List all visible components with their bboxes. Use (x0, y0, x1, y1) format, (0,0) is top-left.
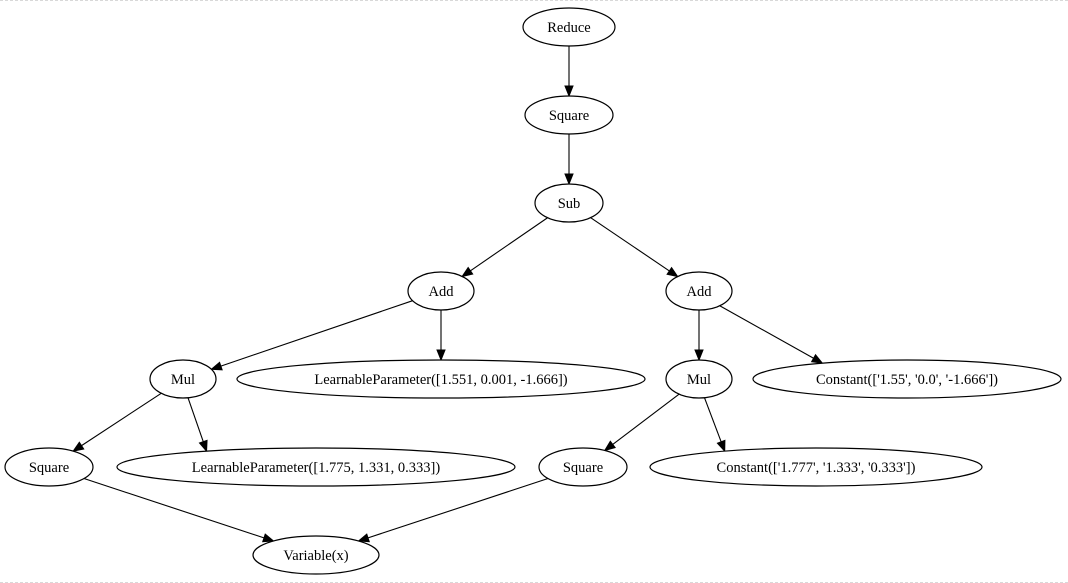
edge-line (590, 217, 670, 272)
node-ellipse (252, 535, 380, 575)
node-label: Constant(['1.777', '1.333', '0.333']) (717, 460, 916, 476)
edge-sub-to-add-left (461, 217, 548, 278)
edge-line (220, 300, 413, 367)
node-ellipse (665, 271, 733, 311)
arrowhead-icon (564, 173, 574, 186)
edge-square-top-to-sub (564, 134, 574, 186)
node-label: Mul (171, 372, 195, 388)
node-ellipse (665, 359, 733, 399)
node-ellipse (236, 359, 646, 399)
edge-add-right-to-mul-right (694, 310, 704, 362)
node-label: Add (429, 284, 455, 300)
node-ellipse (116, 447, 516, 487)
arrowhead-icon (210, 361, 223, 371)
node-square-left: Square (4, 447, 94, 487)
arrowhead-icon (810, 353, 824, 364)
edge-add-right-to-const-right (719, 305, 824, 364)
edge-mul-left-to-square-left (72, 392, 162, 452)
node-label: Square (563, 460, 603, 476)
edge-line (83, 478, 265, 539)
node-reduce: Reduce (522, 7, 616, 47)
edge-square-left-to-variable (83, 478, 275, 543)
edge-reduce-to-square-top (564, 46, 574, 98)
edge-line (187, 397, 204, 442)
arrowhead-icon (461, 266, 474, 278)
node-ellipse (4, 447, 94, 487)
arrowhead-icon (603, 440, 616, 452)
node-const-lower: Constant(['1.777', '1.333', '0.333']) (649, 447, 983, 487)
edge-mul-left-to-lp-lower (187, 397, 208, 453)
node-label: Square (29, 460, 69, 476)
edge-mul-right-to-square-right (603, 393, 680, 452)
arrowhead-icon (564, 85, 574, 98)
edge-sub-to-add-right (590, 217, 679, 278)
node-mul-right: Mul (665, 359, 733, 399)
node-label: LearnableParameter([1.775, 1.331, 0.333]… (192, 460, 441, 476)
node-ellipse (649, 447, 983, 487)
arrowhead-icon (436, 349, 446, 362)
edge-line (470, 217, 548, 272)
node-lp-lower: LearnableParameter([1.775, 1.331, 0.333]… (116, 447, 516, 487)
arrowhead-icon (198, 439, 208, 453)
node-add-left: Add (407, 271, 475, 311)
edge-add-left-to-mul-left (210, 300, 413, 371)
node-add-right: Add (665, 271, 733, 311)
node-ellipse (524, 95, 614, 135)
node-label: Mul (687, 372, 711, 388)
edge-line (81, 392, 162, 447)
node-mul-left: Mul (149, 359, 217, 399)
node-ellipse (534, 183, 604, 223)
node-label: Sub (558, 196, 581, 212)
node-ellipse (407, 271, 475, 311)
arrowhead-icon (357, 533, 370, 543)
arrowhead-icon (694, 349, 704, 362)
node-variable: Variable(x) (252, 535, 380, 575)
node-label: Add (687, 284, 713, 300)
edge-mul-right-to-const-lower (703, 397, 726, 453)
node-ellipse (752, 359, 1062, 399)
node-ellipse (522, 7, 616, 47)
node-square-right: Square (538, 447, 628, 487)
node-ellipse (538, 447, 628, 487)
node-sub: Sub (534, 183, 604, 223)
node-const-right: Constant(['1.55', '0.0', '-1.666']) (752, 359, 1062, 399)
node-ellipse (149, 359, 217, 399)
node-label: Square (549, 108, 589, 124)
node-lp-left: LearnableParameter([1.551, 0.001, -1.666… (236, 359, 646, 399)
node-label: Variable(x) (283, 548, 348, 564)
edge-line (719, 305, 814, 359)
edge-line (367, 478, 549, 539)
edge-line (612, 393, 680, 445)
edge-line (703, 397, 722, 442)
node-label: Reduce (547, 20, 590, 36)
edge-add-left-to-lp-left (436, 310, 446, 362)
node-square-top: Square (524, 95, 614, 135)
arrowhead-icon (666, 266, 679, 278)
edge-square-right-to-variable (357, 478, 549, 543)
node-label: LearnableParameter([1.551, 0.001, -1.666… (314, 372, 567, 388)
arrowhead-icon (262, 533, 275, 543)
node-label: Constant(['1.55', '0.0', '-1.666']) (816, 372, 998, 388)
arrowhead-icon (72, 441, 85, 452)
arrowhead-icon (716, 439, 726, 453)
graph-edges (72, 46, 824, 543)
top-border (0, 0, 1068, 1)
